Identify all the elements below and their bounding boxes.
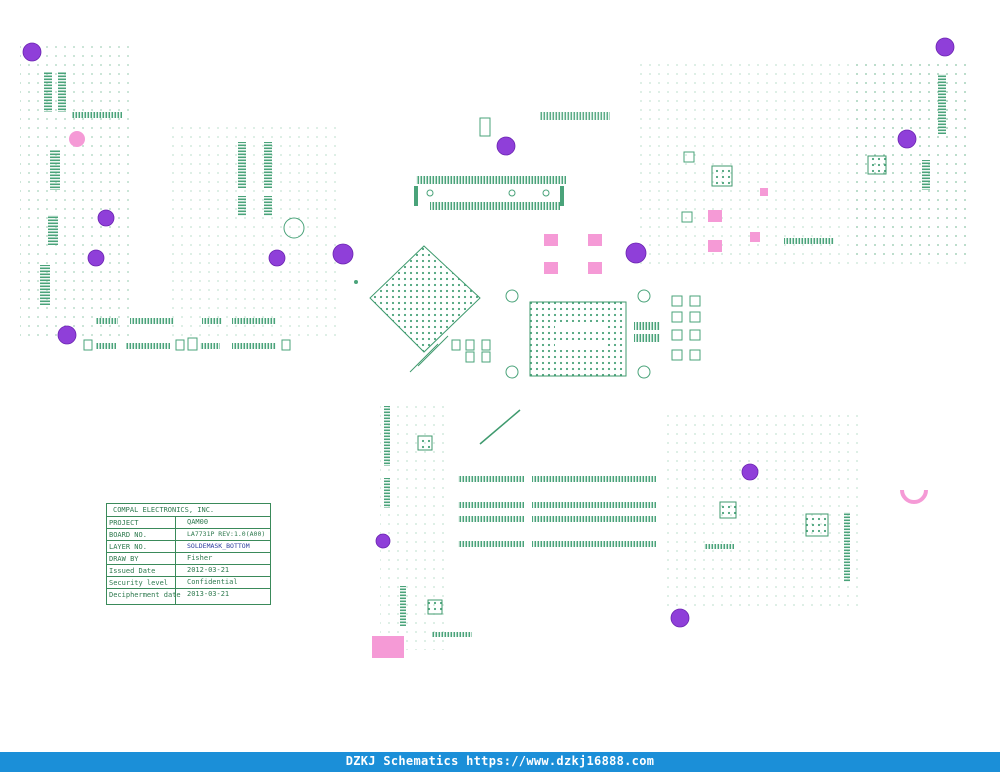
footer-text: DZKJ Schematics https://www.dzkj16888.co… [345,754,655,768]
board-no-label: BOARD NO. [109,531,147,539]
pink-pads [69,131,928,658]
pcb-board-view [20,37,970,658]
layer-no-label: LAYER NO. [109,543,147,551]
footer-banner: DZKJ Schematics https://www.dzkj16888.co… [0,752,1000,772]
top-center-connector [414,112,610,210]
security-level-label: Security level [109,579,169,587]
left-middle-connectors [238,142,305,239]
mounting-holes [22,37,955,628]
passive-components [20,40,970,650]
decipherment-date-value: 2013-03-21 [187,590,230,598]
right-pch-components [671,295,701,361]
layer-no-value: SOLDEMASK_BOTTOM [187,542,250,550]
issued-date-row: Issued Date 2012-03-21 [107,565,270,577]
bottom-left-connectors [83,318,291,351]
draw-by-label: DRAW BY [109,555,139,563]
board-no-row: BOARD NO. LA7731P REV:1.0(A00) [107,529,270,541]
title-block: COMPAL ELECTRONICS, INC. PROJECT QAM00 B… [106,503,271,605]
project-row: PROJECT QAM00 [107,517,270,529]
company-name: COMPAL ELECTRONICS, INC. [113,506,215,514]
left-edge-connectors [40,72,122,305]
layer-no-row: LAYER NO. SOLDEMASK_BOTTOM [107,541,270,553]
pch-bga [451,289,660,379]
draw-by-value: Fisher [187,554,213,562]
project-label: PROJECT [109,519,139,527]
right-side-ics [384,74,946,637]
board-no-value: LA7731P REV:1.0(A00) [187,530,266,538]
decipherment-date-label: Decipherment date [109,591,181,599]
security-level-value: Confidential [187,578,238,586]
decipherment-date-row: Decipherment date 2013-03-21 [107,589,270,600]
project-value: QAM00 [187,518,209,526]
issued-date-label: Issued Date [109,567,156,575]
cpu-bga [354,245,481,373]
memory-slots [458,409,656,547]
security-level-row: Security level Confidential [107,577,270,589]
issued-date-value: 2012-03-21 [187,566,230,574]
draw-by-row: DRAW BY Fisher [107,553,270,565]
